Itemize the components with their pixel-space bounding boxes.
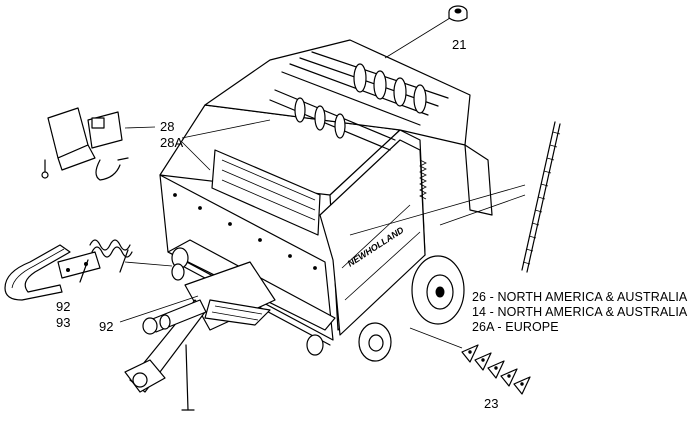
part-21-cap <box>448 5 468 22</box>
leader-28 <box>124 126 156 129</box>
part-23-teeth <box>461 344 531 395</box>
roller-set <box>269 51 449 151</box>
part-92-93-spring <box>4 239 133 301</box>
note-26-na-au: 26 - NORTH AMERICA & AUSTRALIA <box>472 290 688 304</box>
callout-92-hitch: 92 <box>99 319 114 334</box>
callout-28: 28 <box>160 119 175 134</box>
pto-shaft <box>142 299 207 335</box>
leader-28a <box>181 119 271 139</box>
drawbar-hitch <box>124 261 276 411</box>
part-28-assembly <box>41 107 129 181</box>
note-26a-europe: 26A - EUROPE <box>472 320 559 334</box>
small-front-wheels <box>171 247 324 356</box>
leader-28a-2 <box>181 141 211 171</box>
main-wheel <box>411 255 465 325</box>
callout-93: 93 <box>56 315 71 330</box>
part-26-chain <box>521 121 561 273</box>
baler-body <box>159 39 493 346</box>
callout-23: 23 <box>484 396 499 411</box>
leader-92-left <box>124 261 173 267</box>
leader-chain-1 <box>349 184 526 236</box>
leader-23 <box>409 327 463 349</box>
note-14-na-au: 14 - NORTH AMERICA & AUSTRALIA <box>472 305 688 319</box>
callout-28a: 28A <box>160 135 184 150</box>
gauge-wheel <box>358 322 392 362</box>
callout-21: 21 <box>452 37 467 52</box>
leader-21 <box>384 17 451 59</box>
leader-chain-2 <box>439 194 526 226</box>
leader-92-hitch <box>119 295 199 323</box>
callout-92-left: 92 <box>56 299 71 314</box>
